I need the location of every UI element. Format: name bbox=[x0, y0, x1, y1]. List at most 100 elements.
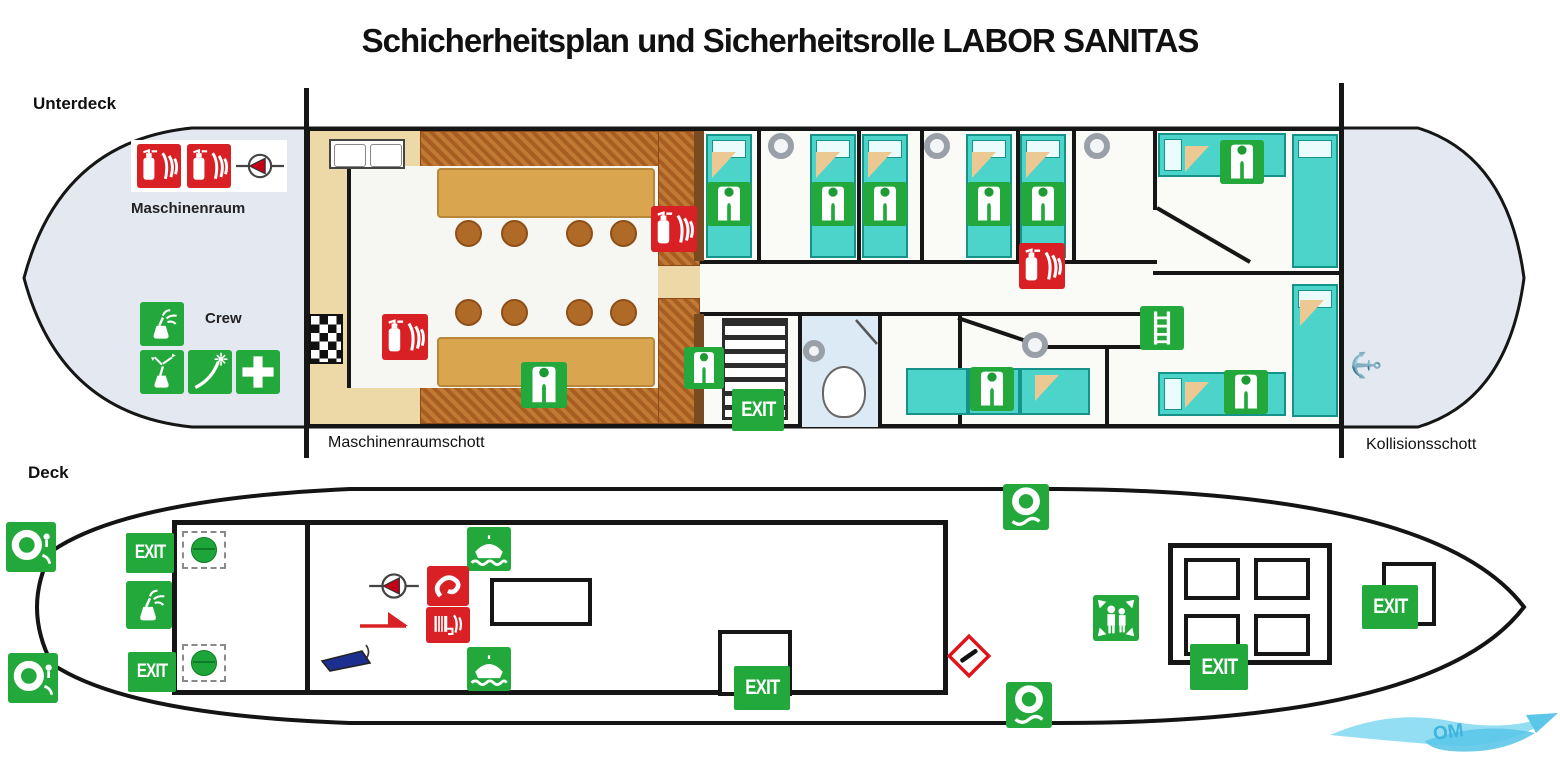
life-jacket-icon bbox=[811, 182, 855, 226]
pillow bbox=[1298, 140, 1332, 158]
fire-hose-reel-icon bbox=[426, 607, 470, 643]
machine-room-bulkhead-line bbox=[304, 88, 309, 458]
machine-room-label: Maschinenraum bbox=[131, 200, 246, 217]
cabin-door-swing bbox=[1185, 382, 1209, 408]
cabin-wall bbox=[920, 130, 924, 262]
life-jacket-icon bbox=[1224, 370, 1268, 414]
exit-sign: EXIT bbox=[732, 389, 784, 431]
berth bbox=[1292, 134, 1338, 268]
exit-label: EXIT bbox=[136, 661, 168, 682]
collision-bulkhead-line bbox=[1339, 83, 1344, 458]
stool bbox=[610, 299, 637, 326]
unterdeck-label: Unterdeck bbox=[33, 94, 117, 113]
fire-extinguisher-icon bbox=[187, 144, 231, 188]
galley-sink bbox=[329, 139, 405, 169]
signal-flare-icon bbox=[140, 350, 184, 394]
cabin-wall bbox=[857, 130, 861, 262]
exit-sign: EXIT bbox=[734, 666, 790, 710]
gangplank-icon bbox=[320, 643, 376, 673]
life-jacket-icon bbox=[521, 362, 567, 408]
cabin-wall bbox=[1153, 271, 1342, 275]
stool bbox=[566, 299, 593, 326]
sink-basin bbox=[334, 144, 366, 167]
rocket-flare-icon bbox=[188, 350, 232, 394]
cabin-wall bbox=[798, 316, 802, 427]
cabin-wall bbox=[1016, 130, 1020, 262]
exit-label: EXIT bbox=[744, 676, 780, 699]
lifebuoy-line-icon bbox=[1006, 682, 1052, 728]
general-alarm-horn-icon bbox=[368, 570, 420, 602]
liferaft-container-icon bbox=[182, 644, 226, 682]
pillow bbox=[1164, 378, 1182, 410]
stool bbox=[501, 299, 528, 326]
fire-extinguisher-icon bbox=[382, 314, 428, 360]
general-alarm-horn-icon bbox=[236, 150, 284, 182]
cabin-wall bbox=[1153, 130, 1157, 210]
pillow bbox=[1164, 139, 1182, 171]
exit-sign: EXIT bbox=[126, 533, 174, 573]
life-raft-icon bbox=[467, 647, 511, 691]
liferaft-container-icon bbox=[182, 531, 226, 569]
fire-hook-icon bbox=[427, 566, 469, 606]
cabin-door-swing bbox=[1035, 375, 1059, 401]
corridor-wall bbox=[700, 312, 1157, 316]
liferaft-drum bbox=[191, 537, 217, 563]
sink-basin bbox=[370, 144, 402, 167]
berth bbox=[906, 368, 968, 415]
cabin-door-swing bbox=[1026, 152, 1050, 178]
lifebuoy-line-icon bbox=[1003, 484, 1049, 530]
cabin-wall bbox=[1105, 349, 1109, 427]
emergency-ladder-icon bbox=[1140, 306, 1184, 350]
cabin-door-swing bbox=[972, 152, 996, 178]
stool bbox=[610, 220, 637, 247]
exit-sign: EXIT bbox=[128, 652, 176, 692]
life-jacket-icon bbox=[684, 347, 724, 389]
stool bbox=[501, 220, 528, 247]
hazard-diamond-icon bbox=[945, 632, 993, 680]
aft-bulkhead-label: Maschinenraumschott bbox=[328, 434, 485, 451]
exit-label: EXIT bbox=[740, 398, 776, 421]
cabin-wall bbox=[757, 130, 761, 262]
fire-extinguisher-icon bbox=[651, 206, 697, 252]
life-jacket-icon bbox=[970, 367, 1014, 411]
bulkhead-strip bbox=[694, 131, 704, 261]
galley-stove bbox=[309, 314, 343, 364]
fire-extinguisher-icon bbox=[137, 144, 181, 188]
cabin-door-swing bbox=[1185, 146, 1209, 172]
watermark-wave: OM bbox=[1330, 713, 1558, 752]
first-aid-icon bbox=[236, 350, 280, 394]
cabin-door-swing bbox=[816, 152, 840, 178]
exit-label: EXIT bbox=[134, 542, 166, 563]
lifebuoy-light-icon bbox=[8, 653, 58, 703]
exit-sign: EXIT bbox=[1190, 644, 1248, 690]
skylight-pane bbox=[1254, 614, 1310, 656]
skylight-pane bbox=[1184, 558, 1240, 600]
exit-sign: EXIT bbox=[1362, 585, 1418, 629]
page-title: Schicherheitsplan und Sicherheitsrolle L… bbox=[361, 22, 1200, 59]
lifebuoy-light-icon bbox=[6, 522, 56, 572]
mess-table bbox=[437, 168, 655, 218]
fire-extinguisher-icon bbox=[1019, 243, 1065, 289]
skylight bbox=[490, 578, 592, 626]
toilet bbox=[822, 366, 866, 418]
life-jacket-icon bbox=[863, 182, 907, 226]
stool bbox=[455, 220, 482, 247]
forward-bulkhead-label: Kollisionsschott bbox=[1366, 436, 1477, 453]
cabin-door-swing bbox=[712, 152, 736, 178]
watermark-text: OM bbox=[1432, 720, 1465, 745]
hand-flare-icon bbox=[126, 581, 172, 629]
cabin-wall bbox=[878, 316, 882, 427]
cabin-wall bbox=[1044, 345, 1158, 349]
crew-label: Crew bbox=[205, 310, 242, 327]
life-raft-icon bbox=[467, 527, 511, 571]
washbasin bbox=[768, 133, 794, 159]
corridor-wall bbox=[700, 260, 1157, 264]
life-jacket-icon bbox=[1021, 182, 1065, 226]
exit-label: EXIT bbox=[1372, 595, 1408, 618]
washbasin bbox=[1022, 332, 1048, 358]
muster-point-icon bbox=[1093, 595, 1139, 641]
life-jacket-icon bbox=[707, 182, 751, 226]
cabin-door-swing bbox=[1300, 300, 1324, 326]
cabin-wall bbox=[1072, 130, 1076, 262]
